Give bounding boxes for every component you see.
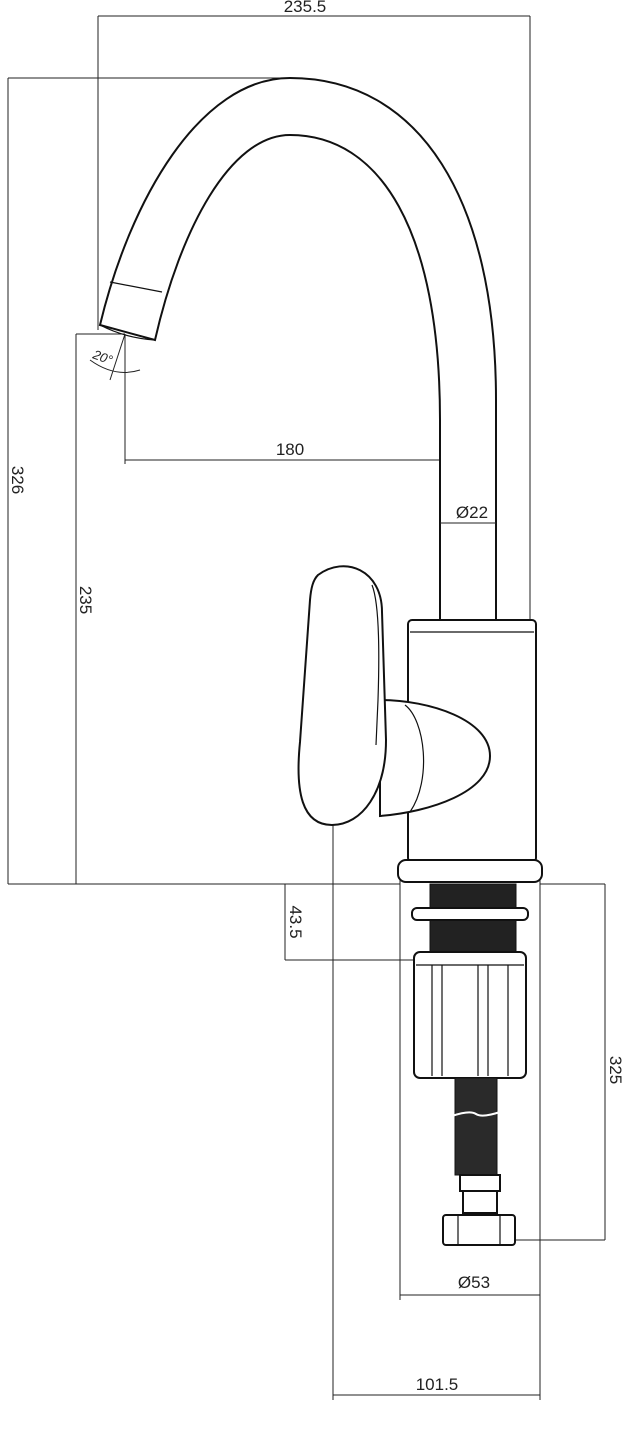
dimension-label-spout-diameter: Ø22 — [456, 503, 488, 522]
dimension-handle-offset: 101.5 — [332, 825, 540, 1400]
dimension-base-diameter: Ø53 — [399, 880, 541, 1400]
dimension-label-overall-height: 326 — [8, 466, 27, 494]
spout — [98, 76, 497, 626]
dimension-label-shank-length: 43.5 — [286, 905, 305, 938]
dimension-spout-angle: 20° — [89, 333, 141, 381]
aerator-band — [109, 281, 163, 293]
dimension-label-hose-length: 325 — [606, 1056, 624, 1084]
dimension-spout-height: 235 — [75, 333, 125, 884]
dimension-label-spout-height: 235 — [76, 586, 95, 614]
hex-nut — [442, 1214, 516, 1246]
dimension-label-spout-angle: 20° — [90, 346, 115, 367]
dimension-label-handle-offset: 101.5 — [416, 1375, 459, 1394]
threaded-shank — [411, 883, 529, 1079]
dimension-spout-diameter: Ø22 — [440, 503, 496, 524]
dimension-spout-reach: 180 — [124, 334, 471, 464]
dimension-hose-length: 325 — [500, 883, 624, 1241]
base-ring — [397, 859, 543, 883]
dimension-shank-length: 43.5 — [284, 884, 414, 961]
aerator-outlet — [99, 324, 156, 341]
hose-fitting — [462, 1190, 498, 1214]
supply-hose — [442, 1077, 516, 1246]
mounting-nut — [413, 951, 527, 1079]
dimension-label-overall-width: 235.5 — [284, 0, 327, 16]
lever-handle — [297, 565, 492, 827]
dimension-overall-width: 235.5 — [97, 0, 531, 880]
lock-washer — [411, 907, 529, 921]
dimension-overall-height: 326 — [7, 77, 400, 885]
dimension-label-spout-reach: 180 — [276, 440, 304, 459]
hose-ferrule — [459, 1174, 501, 1192]
dimension-label-base-diameter: Ø53 — [458, 1273, 490, 1292]
